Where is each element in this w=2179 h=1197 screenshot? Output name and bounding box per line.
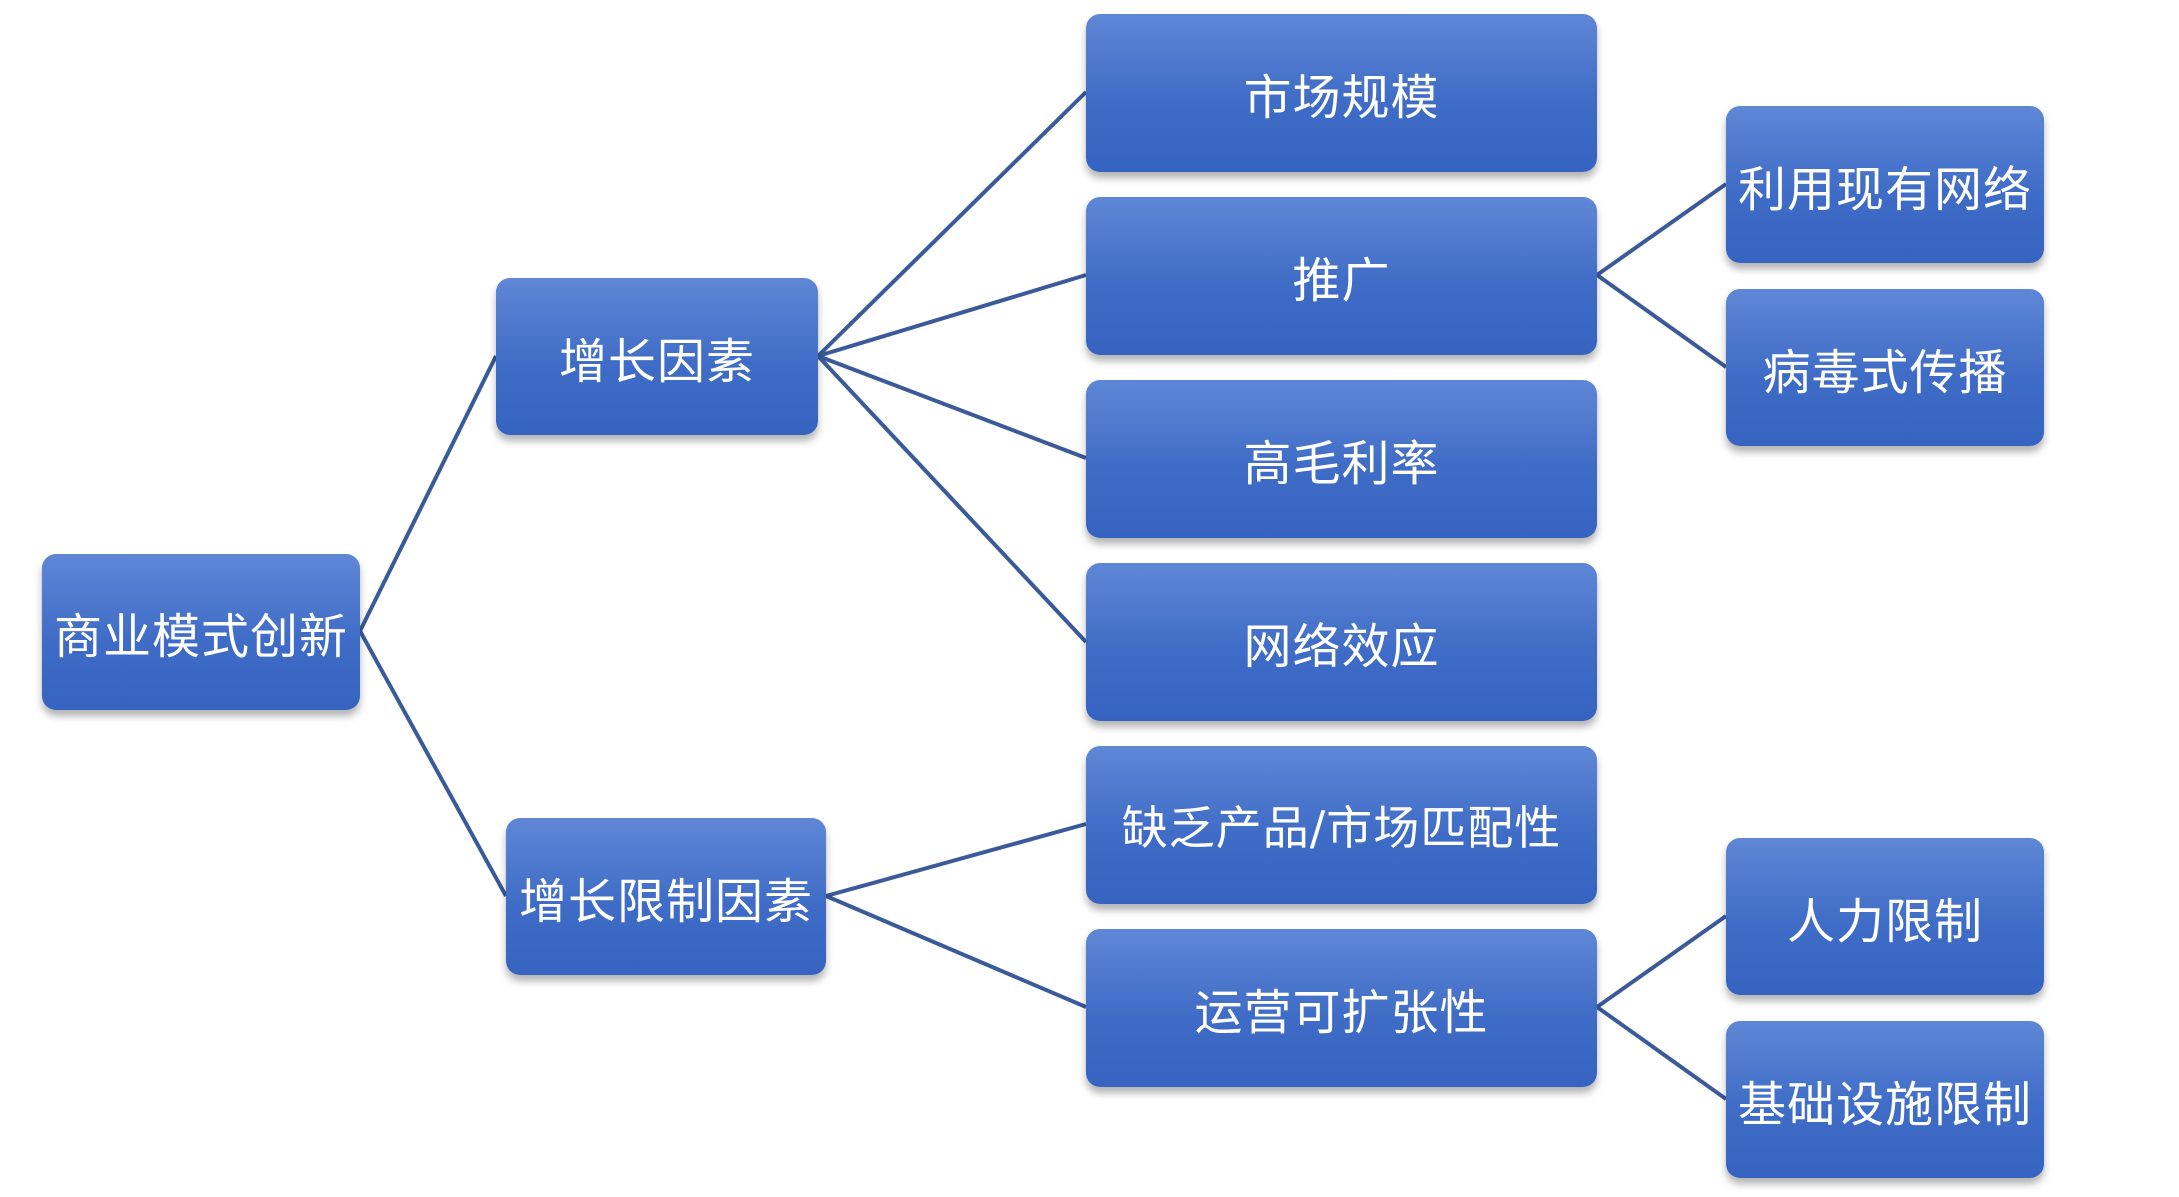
node-viral-label: 病毒式传播 <box>1762 344 2008 401</box>
node-existing-network-label: 利用现有网络 <box>1737 161 2032 218</box>
node-network-effect-label: 网络效应 <box>1243 619 1440 675</box>
connector-promotion-existing <box>1595 182 1728 277</box>
connector-growth-margin <box>817 354 1087 460</box>
node-market-size-label: 市场规模 <box>1243 70 1440 126</box>
node-infrastructure-label: 基础设施限制 <box>1737 1076 2032 1133</box>
node-promotion: 推广 <box>1086 197 1597 355</box>
connector-promotion-viral <box>1595 273 1728 369</box>
connector-scalability-labor <box>1595 914 1728 1009</box>
connector-growth-market <box>816 90 1088 358</box>
node-existing-network: 利用现有网络 <box>1726 106 2044 263</box>
connector-growth-promotion <box>817 273 1087 358</box>
node-growth-limits-label: 增长限制因素 <box>518 873 813 930</box>
node-growth-limits: 增长限制因素 <box>506 818 826 975</box>
connector-growth-network <box>816 354 1088 644</box>
node-labor: 人力限制 <box>1726 838 2044 995</box>
node-growth-factors: 增长因素 <box>496 278 818 435</box>
node-pmf-label: 缺乏产品/市场匹配性 <box>1121 801 1562 855</box>
node-root: 商业模式创新 <box>42 554 360 710</box>
node-promotion-label: 推广 <box>1292 253 1391 309</box>
node-network-effect: 网络效应 <box>1086 563 1597 721</box>
node-infrastructure: 基础设施限制 <box>1726 1021 2044 1178</box>
node-scalability: 运营可扩张性 <box>1086 929 1597 1087</box>
node-high-margin: 高毛利率 <box>1086 380 1597 538</box>
connector-scalability-infra <box>1595 1005 1728 1101</box>
node-labor-label: 人力限制 <box>1786 893 1983 950</box>
connector-root-growth <box>358 355 498 632</box>
node-high-margin-label: 高毛利率 <box>1243 436 1440 492</box>
node-growth-factors-label: 增长因素 <box>558 333 755 390</box>
node-market-size: 市场规模 <box>1086 14 1597 172</box>
connector-limits-scalability <box>825 894 1087 1009</box>
node-viral: 病毒式传播 <box>1726 289 2044 446</box>
node-scalability-label: 运营可扩张性 <box>1194 985 1489 1041</box>
node-root-label: 商业模式创新 <box>53 609 348 665</box>
node-pmf: 缺乏产品/市场匹配性 <box>1086 746 1597 904</box>
connector-root-limits <box>358 630 508 897</box>
connector-limits-pmf <box>825 822 1087 898</box>
